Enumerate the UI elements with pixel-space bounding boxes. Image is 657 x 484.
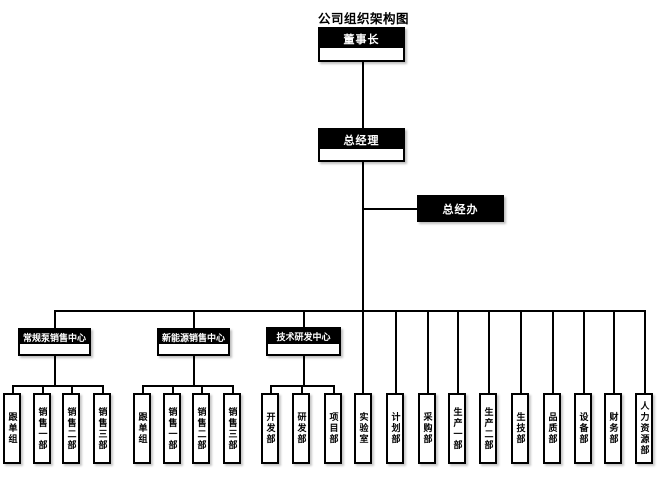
org-node-gm-office: 总经办 bbox=[417, 195, 504, 222]
connector-line bbox=[520, 310, 522, 393]
org-node-label: 采购部 bbox=[422, 412, 433, 445]
org-node-label: 人力资源部 bbox=[639, 401, 650, 456]
org-node-label: 技术研发中心 bbox=[268, 329, 339, 344]
connector-line bbox=[303, 356, 305, 386]
org-node-label: 设备部 bbox=[578, 412, 589, 445]
org-node-sales-dept-2-b: 销售二部 bbox=[192, 393, 210, 464]
connector-line bbox=[193, 356, 195, 386]
org-node-label: 开发部 bbox=[265, 412, 276, 445]
org-node-label: 项目部 bbox=[328, 412, 339, 445]
org-node-empty-field bbox=[268, 344, 339, 354]
org-node-label: 董事长 bbox=[320, 29, 403, 48]
org-node-label: 跟单组 bbox=[7, 412, 18, 445]
connector-line bbox=[42, 385, 44, 393]
org-node-project-dept: 项目部 bbox=[324, 393, 342, 464]
connector-line bbox=[362, 162, 364, 310]
org-node-sales-dept-2-a: 销售二部 bbox=[62, 393, 80, 464]
org-node-label: 生产一部 bbox=[452, 406, 463, 451]
connector-line bbox=[54, 356, 56, 386]
org-node-general-manager: 总经理 bbox=[318, 128, 405, 162]
connector-line bbox=[362, 310, 364, 393]
org-node-tech-rnd-center: 技术研发中心 bbox=[266, 327, 341, 356]
org-node-label: 生技部 bbox=[515, 412, 526, 445]
org-node-planning-dept: 计划部 bbox=[386, 393, 404, 464]
connector-line bbox=[201, 385, 203, 393]
org-node-laboratory: 实验室 bbox=[354, 393, 372, 464]
org-node-quality-dept: 品质部 bbox=[543, 393, 561, 464]
org-node-sales-dept-3-a: 销售三部 bbox=[93, 393, 111, 464]
connector-line bbox=[54, 310, 56, 328]
connector-line bbox=[232, 385, 234, 393]
connector-line bbox=[172, 385, 174, 393]
org-node-label: 实验室 bbox=[358, 412, 369, 445]
connector-line bbox=[54, 310, 645, 312]
org-node-chairman: 董事长 bbox=[318, 27, 405, 62]
connector-line bbox=[362, 62, 364, 128]
org-node-label: 生产二部 bbox=[483, 406, 494, 451]
org-node-hr-dept: 人力资源部 bbox=[635, 393, 653, 464]
org-node-development-dept: 开发部 bbox=[261, 393, 279, 464]
connector-line bbox=[613, 310, 615, 393]
connector-line bbox=[644, 310, 646, 393]
org-node-sales-dept-3-b: 销售三部 bbox=[223, 393, 241, 464]
org-node-label: 销售三部 bbox=[227, 406, 238, 451]
org-node-empty-field bbox=[159, 344, 228, 354]
org-node-label: 销售二部 bbox=[196, 406, 207, 451]
org-node-order-follow-group-a: 跟单组 bbox=[3, 393, 21, 464]
org-node-conventional-pump-sales-center: 常规泵销售中心 bbox=[18, 328, 91, 356]
org-node-label: 常规泵销售中心 bbox=[20, 330, 89, 344]
org-node-order-follow-group-b: 跟单组 bbox=[133, 393, 151, 464]
org-node-label: 销售一部 bbox=[37, 406, 48, 451]
connector-line bbox=[142, 385, 232, 387]
connector-line bbox=[12, 385, 14, 393]
org-node-purchasing-dept: 采购部 bbox=[418, 393, 436, 464]
org-node-rnd-dept: 研发部 bbox=[292, 393, 310, 464]
org-node-sales-dept-1-b: 销售一部 bbox=[163, 393, 181, 464]
connector-line bbox=[12, 385, 102, 387]
org-node-production-dept-2: 生产二部 bbox=[479, 393, 497, 464]
org-node-label: 销售二部 bbox=[66, 406, 77, 451]
org-node-empty-field bbox=[20, 344, 89, 354]
org-node-equipment-dept: 设备部 bbox=[574, 393, 592, 464]
connector-line bbox=[427, 310, 429, 393]
connector-line bbox=[301, 385, 303, 393]
connector-line bbox=[362, 208, 417, 210]
connector-line bbox=[457, 310, 459, 393]
org-node-label: 研发部 bbox=[296, 412, 307, 445]
org-node-label: 销售一部 bbox=[167, 406, 178, 451]
page-title: 公司组织架构图 bbox=[318, 12, 410, 26]
connector-line bbox=[71, 385, 73, 393]
org-node-label: 总经办 bbox=[442, 203, 479, 216]
org-node-label: 新能源销售中心 bbox=[159, 330, 228, 344]
org-node-sales-dept-1-a: 销售一部 bbox=[33, 393, 51, 464]
org-node-label: 计划部 bbox=[390, 412, 401, 445]
connector-line bbox=[102, 385, 104, 393]
connector-line bbox=[303, 310, 305, 327]
connector-line bbox=[142, 385, 144, 393]
org-node-production-dept-1: 生产一部 bbox=[448, 393, 466, 464]
org-node-empty-field bbox=[320, 149, 403, 160]
org-node-label: 销售三部 bbox=[97, 406, 108, 451]
org-node-label: 财务部 bbox=[608, 412, 619, 445]
org-node-label: 总经理 bbox=[320, 130, 403, 149]
org-node-empty-field bbox=[320, 48, 403, 60]
connector-line bbox=[333, 385, 335, 393]
org-node-new-energy-sales-center: 新能源销售中心 bbox=[157, 328, 230, 356]
connector-line bbox=[552, 310, 554, 393]
org-node-production-tech-dept: 生技部 bbox=[511, 393, 529, 464]
connector-line bbox=[488, 310, 490, 393]
org-node-label: 跟单组 bbox=[137, 412, 148, 445]
connector-line bbox=[270, 385, 272, 393]
org-node-label: 品质部 bbox=[547, 412, 558, 445]
connector-line bbox=[395, 310, 397, 393]
connector-line bbox=[583, 310, 585, 393]
connector-line bbox=[193, 310, 195, 328]
org-node-finance-dept: 财务部 bbox=[604, 393, 622, 464]
